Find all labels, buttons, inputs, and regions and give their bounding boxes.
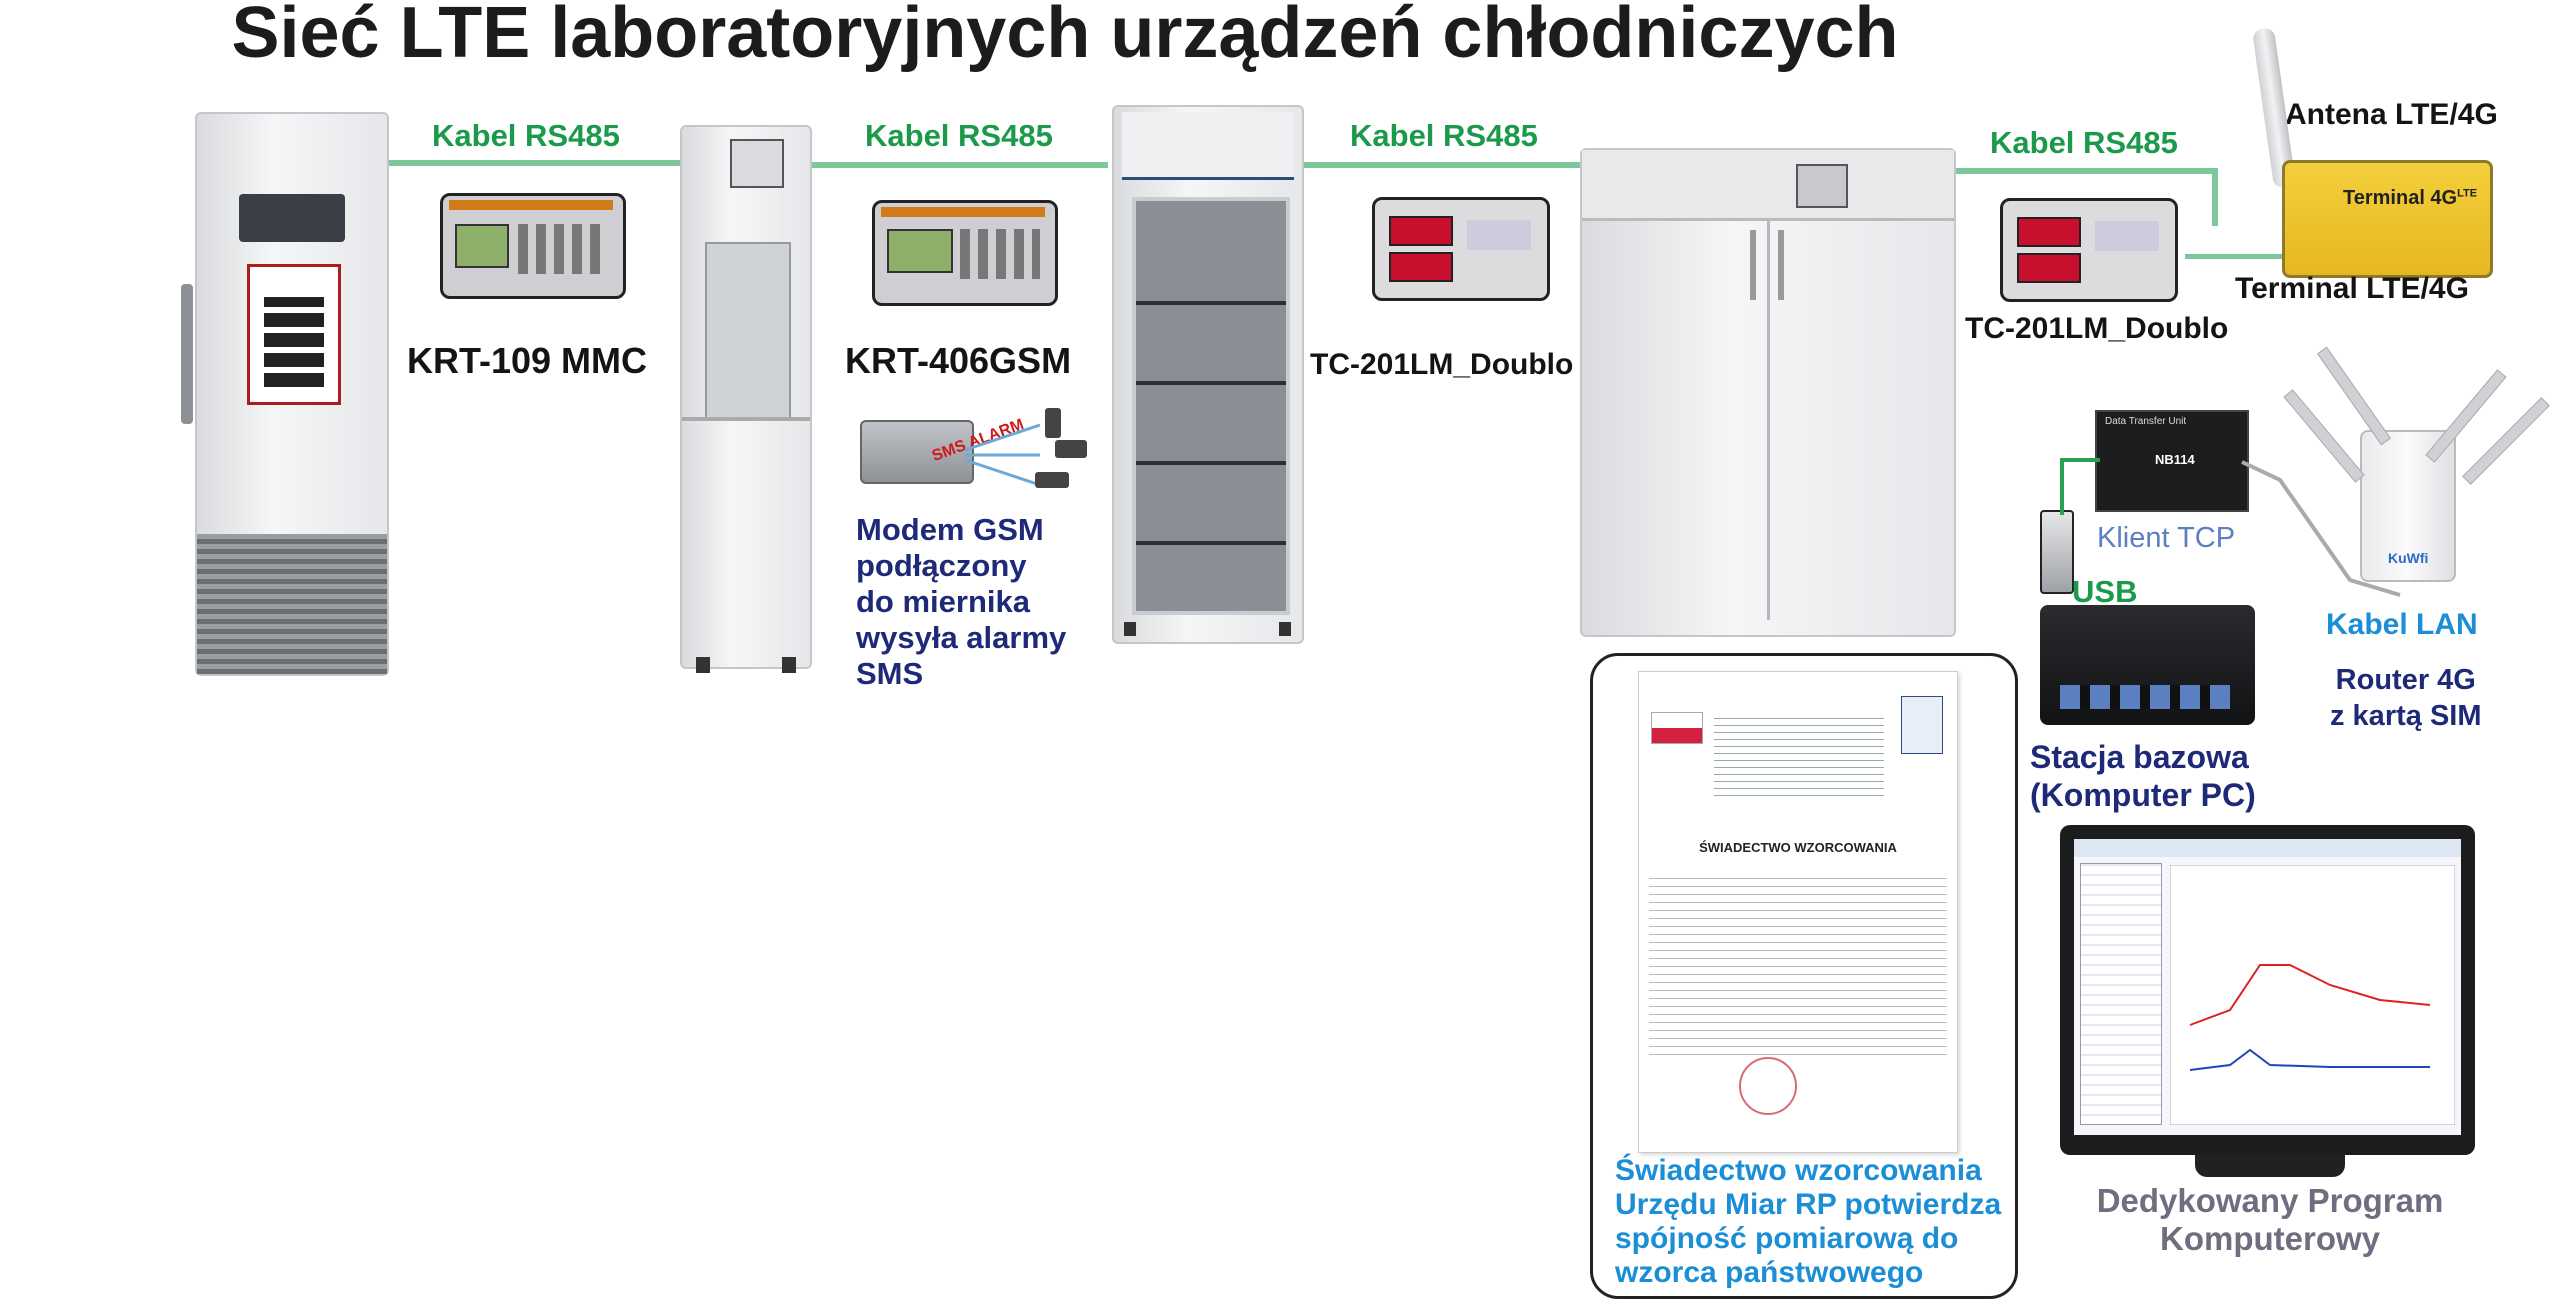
data-transfer-unit: Data Transfer Unit NB114 (2095, 410, 2249, 512)
pca-badge-icon (1901, 696, 1943, 754)
seal-stamp-icon (1739, 1057, 1797, 1115)
router-line: z kartą SIM (2330, 700, 2482, 732)
page-title: Sieć LTE laboratoryjnych urządzeń chłodn… (231, 0, 1899, 73)
phone-icon (1055, 440, 1087, 458)
monitor-stand (2195, 1155, 2345, 1177)
dtu-header: Data Transfer Unit (2105, 416, 2187, 427)
modem-line: wysyła alarmy (856, 620, 1067, 655)
terminal-device-sup: LTE (2457, 187, 2478, 200)
client-tcp-label: Klient TCP (2097, 522, 2236, 554)
freezer-1-keypad (247, 264, 341, 405)
certificate-heading: ŚWIADECTWO WZORCOWANIA (1699, 840, 1897, 855)
router-label: Router 4G z kartą SIM (2330, 662, 2482, 734)
tc201-controller-a (1372, 197, 1550, 301)
lan-label: Kabel LAN (2326, 608, 2478, 641)
monitor (2060, 825, 2475, 1155)
base-station-pc (2040, 605, 2255, 725)
usb-dongle (2040, 510, 2074, 594)
rs485-wire-4 (1955, 168, 2215, 174)
certificate-line: Urzędu Miar RP potwierdza (1615, 1188, 2002, 1221)
freezer-1-handle (181, 284, 193, 424)
cable-label-3: Kabel RS485 (1350, 118, 1538, 153)
antenna-label: Antena LTE/4G (2285, 98, 2498, 131)
base-station-line: (Komputer PC) (2030, 777, 2256, 813)
double-door-fridge (1580, 148, 1956, 637)
modem-line: do miernika (856, 584, 1030, 619)
phone-icon (1035, 472, 1069, 488)
rs485-wire-4b (2212, 168, 2218, 226)
gsm-modem-device (860, 420, 974, 484)
terminal-label: Terminal LTE/4G (2235, 272, 2469, 305)
modem-line: Modem GSM (856, 512, 1044, 547)
tc201-label-b: TC-201LM_Doublo (1965, 312, 2229, 345)
router-brand: KuWfi (2388, 550, 2429, 566)
certificate-line: wzorca państwowego (1615, 1256, 1924, 1289)
program-screen (2074, 839, 2461, 1135)
tc201-controller-b (2000, 198, 2178, 302)
lan-cable (2241, 460, 2401, 597)
krt109-controller (440, 193, 626, 299)
freezer-1-top-display (239, 194, 345, 242)
certificate-document: ŚWIADECTWO WZORCOWANIA (1638, 671, 1958, 1153)
sms-signal-arrows (964, 423, 1041, 487)
rs485-wire-1 (385, 160, 685, 166)
base-station-label: Stacja bazowa (Komputer PC) (2030, 738, 2256, 814)
lte-terminal-device: Terminal 4GLTE (2282, 160, 2493, 278)
rs485-wire-3 (1300, 162, 1582, 168)
terminal-device-text: Terminal 4G (2343, 187, 2458, 209)
glass-door-fridge (1112, 105, 1304, 644)
certificate-line: Świadectwo wzorcowania (1615, 1154, 1982, 1187)
tc201-label-a: TC-201LM_Doublo (1310, 348, 1574, 381)
krt109-label: KRT-109 MMC (407, 340, 648, 381)
certificate-caption: Świadectwo wzorcowania Urzędu Miar RP po… (1615, 1154, 2001, 1290)
program-line: Dedykowany Program (2096, 1182, 2444, 1219)
rs485-wire-2 (808, 162, 1108, 168)
freezer-1 (181, 112, 389, 676)
terminal-wire (2185, 254, 2295, 259)
modem-line: podłączony (856, 548, 1027, 583)
certificate-box: ŚWIADECTWO WZORCOWANIA Świadectwo wzorco… (1590, 653, 2018, 1299)
krt406-controller (872, 200, 1058, 306)
router-line: Router 4G (2335, 664, 2476, 696)
cable-label-1: Kabel RS485 (432, 118, 620, 153)
certificate-line: spójność pomiarową do (1615, 1222, 1959, 1255)
modem-description: Modem GSM podłączony do miernika wysyła … (856, 512, 1066, 692)
krt406-label: KRT-406GSM (845, 340, 1072, 381)
cable-label-2: Kabel RS485 (865, 118, 1053, 153)
freezer-1-vent (197, 534, 387, 674)
base-station-line: Stacja bazowa (2030, 739, 2249, 775)
usb-label: USB (2072, 574, 2138, 609)
usb-cable (2060, 458, 2100, 515)
poland-flag-icon (1651, 712, 1703, 744)
lab-fridge-2 (680, 125, 812, 673)
dtu-model: NB114 (2155, 452, 2195, 467)
phone-icon (1045, 408, 1061, 438)
modem-line: SMS (856, 656, 924, 691)
program-chart (2170, 865, 2455, 1125)
cable-label-4: Kabel RS485 (1990, 125, 2178, 160)
program-line: Komputerowy (2159, 1220, 2380, 1257)
program-label: Dedykowany Program Komputerowy (2070, 1182, 2470, 1258)
